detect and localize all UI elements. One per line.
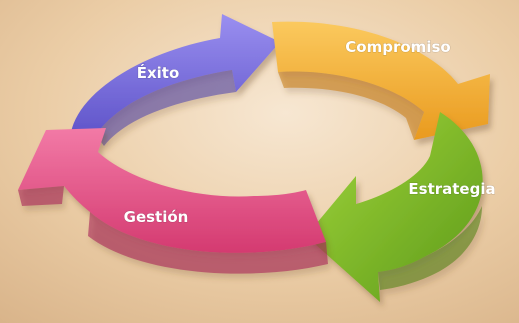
arrow-compromiso [272,21,490,140]
arrow-estrategia [306,112,483,302]
step-label-gestion: Gestión [124,208,189,226]
step-label-exito: Éxito [137,63,180,82]
step-label-compromiso: Compromiso [345,38,450,56]
arrow-gestion [18,128,328,274]
arrow-exito [70,14,280,146]
step-label-estrategia: Estrategia [408,180,495,198]
